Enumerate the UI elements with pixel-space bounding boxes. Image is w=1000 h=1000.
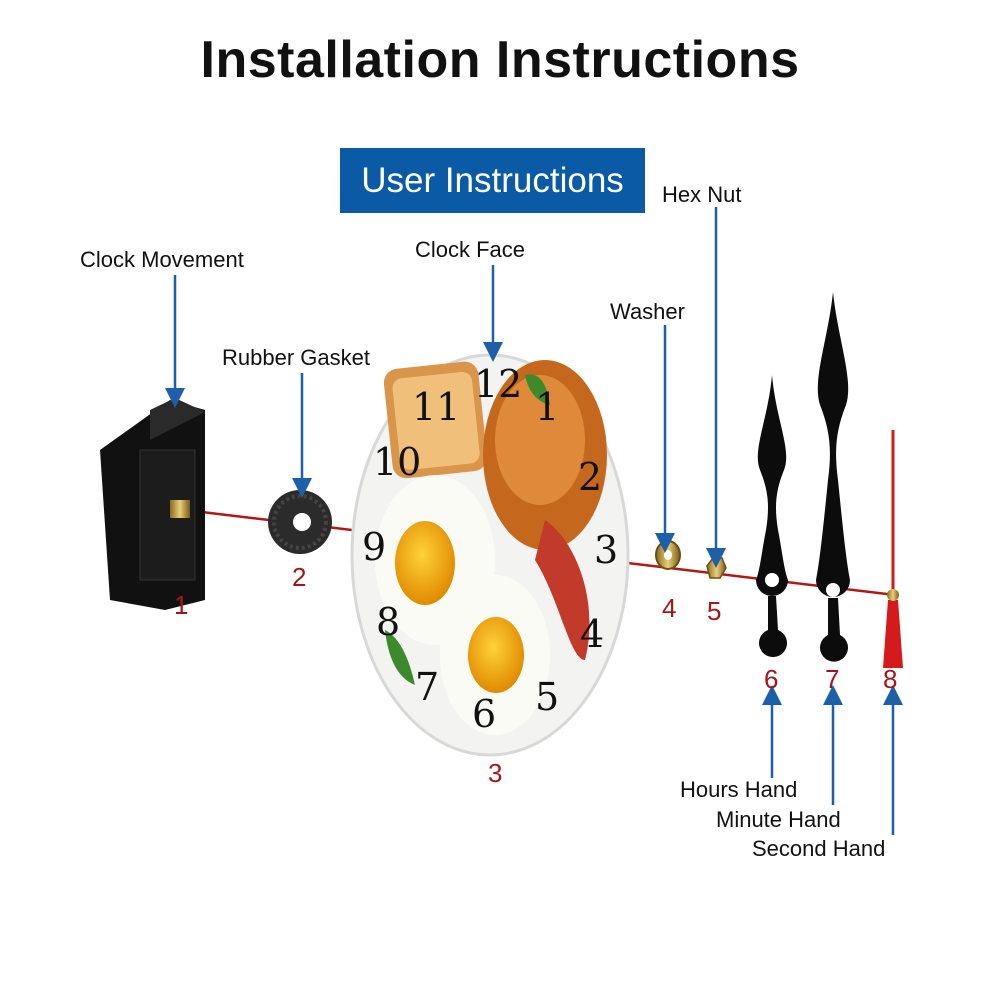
dial-numeral: 1 <box>535 385 560 429</box>
user-instructions-banner: User Instructions <box>340 148 645 213</box>
label-clock-face: Clock Face <box>415 237 526 262</box>
label-hours-hand: Hours Hand <box>680 777 798 802</box>
clock-movement-image <box>100 398 205 610</box>
dial-numeral: 11 <box>412 385 461 429</box>
dial-numeral: 6 <box>472 692 497 736</box>
label-rubber-gasket: Rubber Gasket <box>222 345 370 370</box>
dial-numeral: 2 <box>578 455 603 499</box>
label-hex-nut: Hex Nut <box>662 182 742 207</box>
part-number-8: 8 <box>883 664 898 694</box>
label-second-hand: Second Hand <box>752 836 886 861</box>
part-number-7: 7 <box>825 664 840 694</box>
part-number-1: 1 <box>174 590 189 620</box>
dial-numeral: 4 <box>580 612 605 656</box>
label-washer: Washer <box>610 299 685 324</box>
dial-numeral: 12 <box>474 362 523 406</box>
dial-numeral: 10 <box>373 440 422 484</box>
hours-hand-image <box>756 375 788 658</box>
label-clock-movement: Clock Movement <box>80 247 244 272</box>
clock-face-image <box>350 353 630 757</box>
dial-numeral: 3 <box>594 528 619 572</box>
page-title: Installation Instructions <box>200 31 800 89</box>
rubber-gasket-image <box>268 490 332 554</box>
part-number-2: 2 <box>292 562 307 592</box>
part-number-5: 5 <box>707 596 722 626</box>
dial-numeral: 7 <box>415 665 440 709</box>
label-minute-hand: Minute Hand <box>716 807 841 832</box>
dial-numeral: 9 <box>362 525 387 569</box>
second-hand-image <box>883 430 903 668</box>
dial-numeral: 8 <box>376 600 401 644</box>
part-number-4: 4 <box>662 593 677 623</box>
part-number-3: 3 <box>488 758 503 788</box>
minute-hand-image <box>816 292 850 662</box>
dial-numeral: 5 <box>535 675 560 719</box>
part-number-6: 6 <box>764 664 779 694</box>
